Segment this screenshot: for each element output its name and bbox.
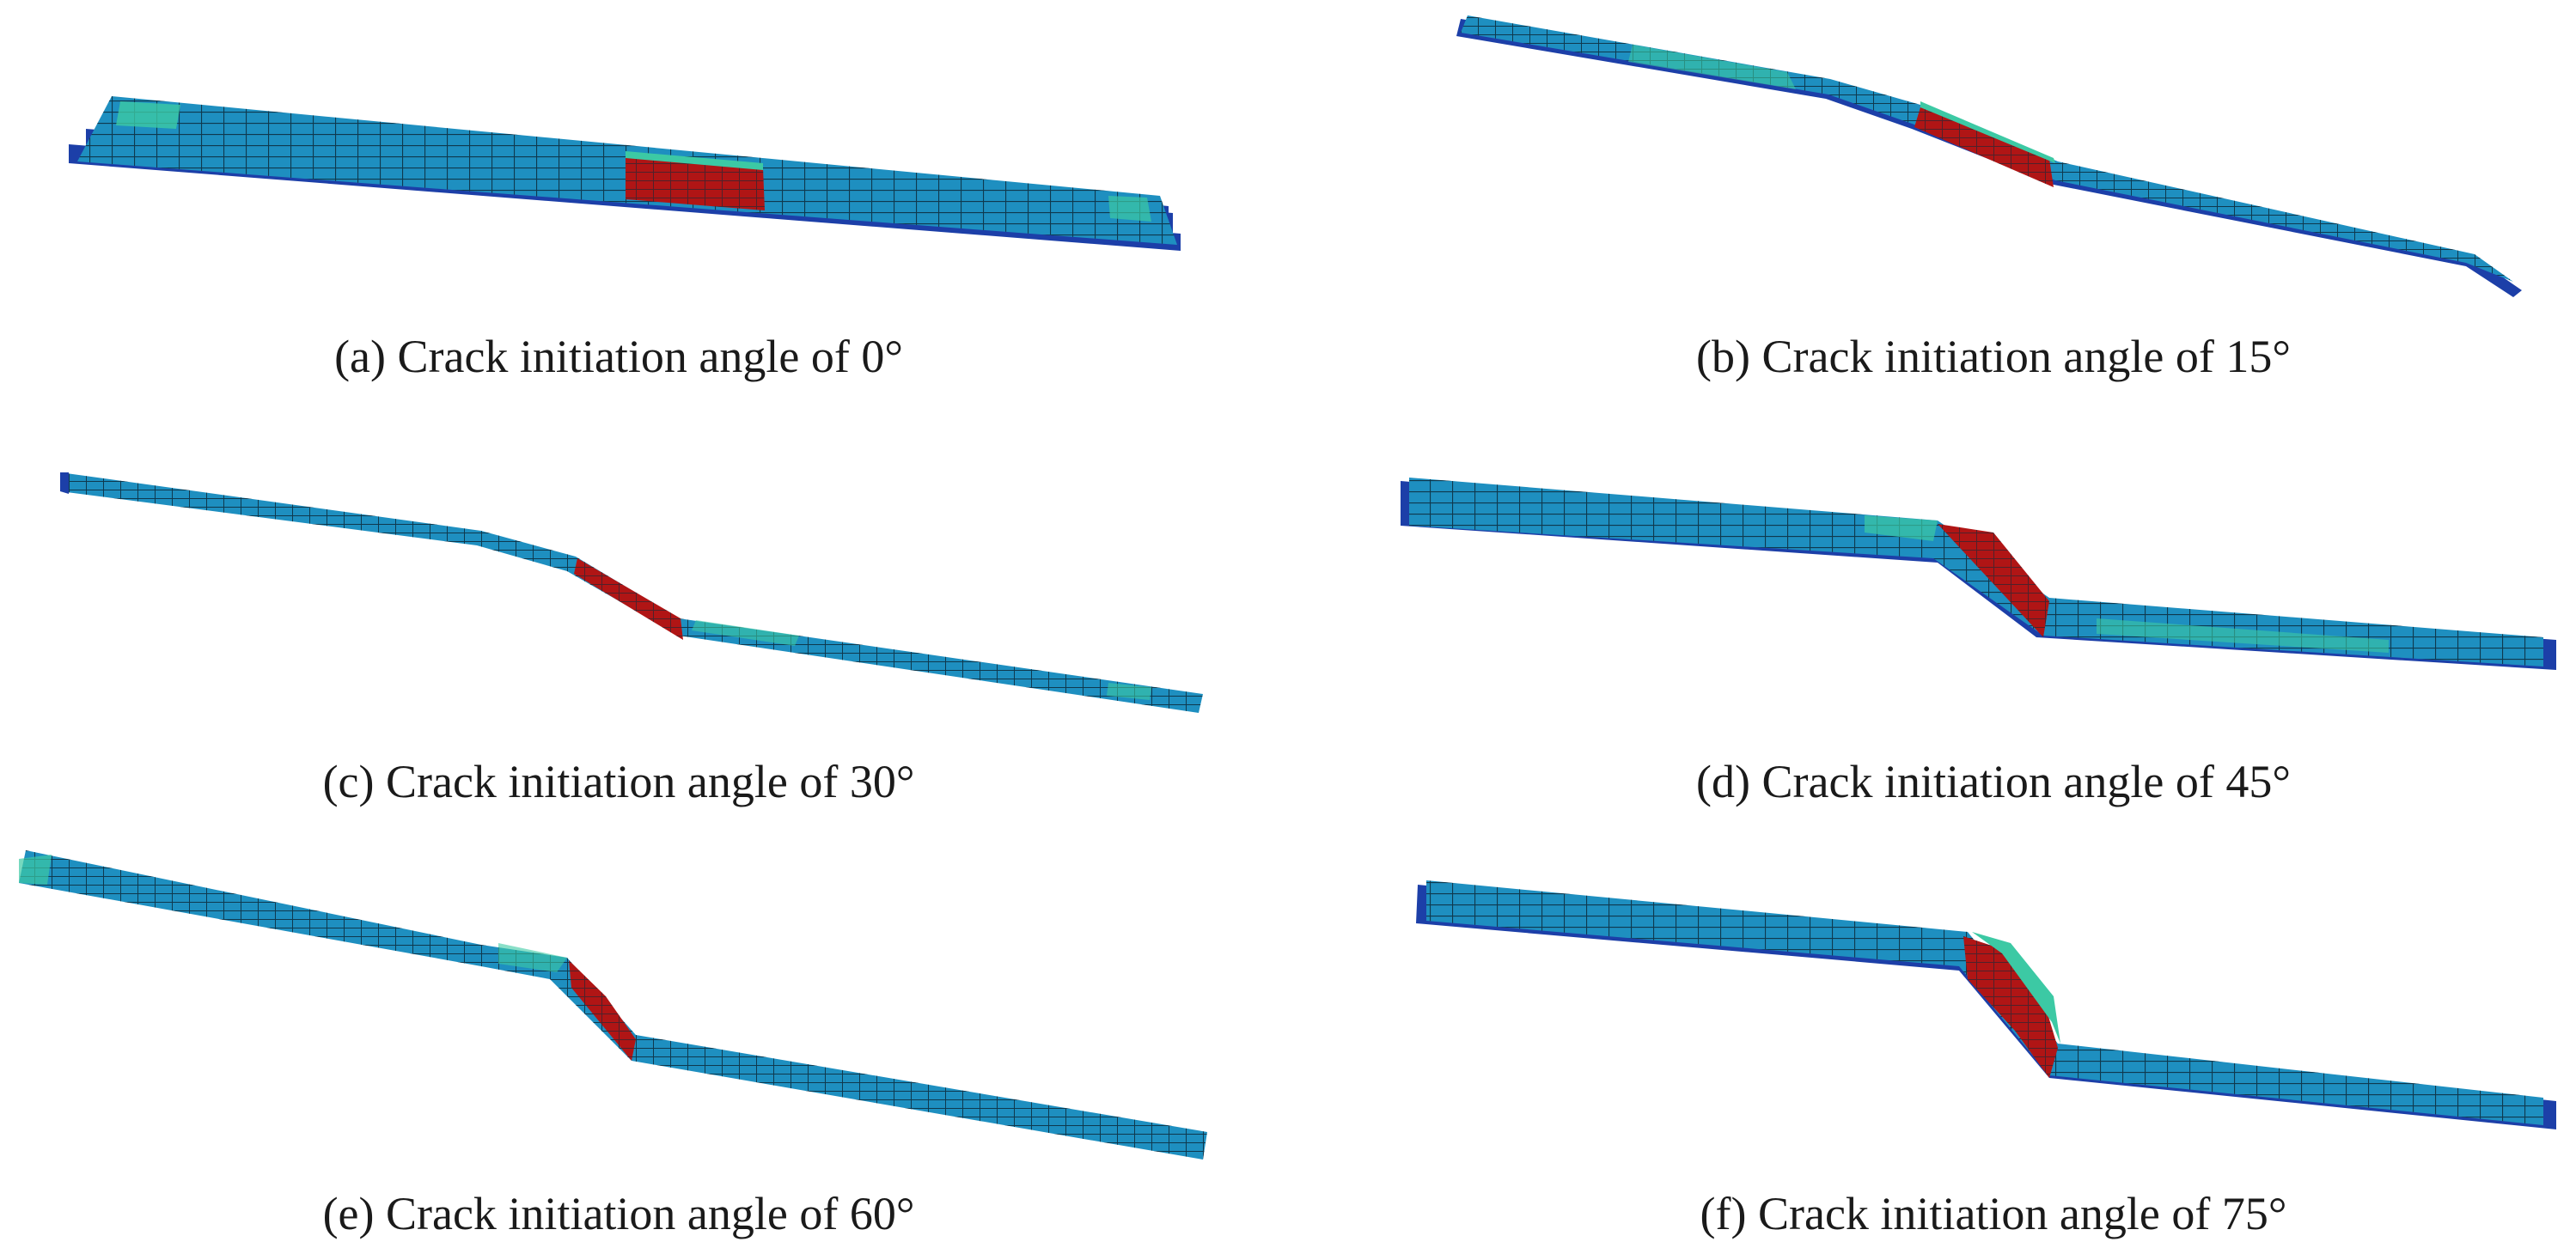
mesh-panel-e <box>19 850 1207 1160</box>
mesh-panel-b <box>1456 15 2522 297</box>
mesh-panel-f <box>1416 880 2556 1129</box>
caption-e: (e) Crack initiation angle of 60° <box>322 1188 915 1239</box>
mesh-panel-c <box>60 472 1203 713</box>
caption-b: (b) Crack initiation angle of 15° <box>1696 331 2291 382</box>
caption-d: (d) Crack initiation angle of 45° <box>1696 756 2291 807</box>
caption-c: (c) Crack initiation angle of 30° <box>322 756 915 807</box>
caption-f: (f) Crack initiation angle of 75° <box>1700 1188 2287 1239</box>
mesh-panel-a <box>69 96 1181 251</box>
mesh-panel-d <box>1401 478 2556 670</box>
caption-a: (a) Crack initiation angle of 0° <box>334 331 903 382</box>
